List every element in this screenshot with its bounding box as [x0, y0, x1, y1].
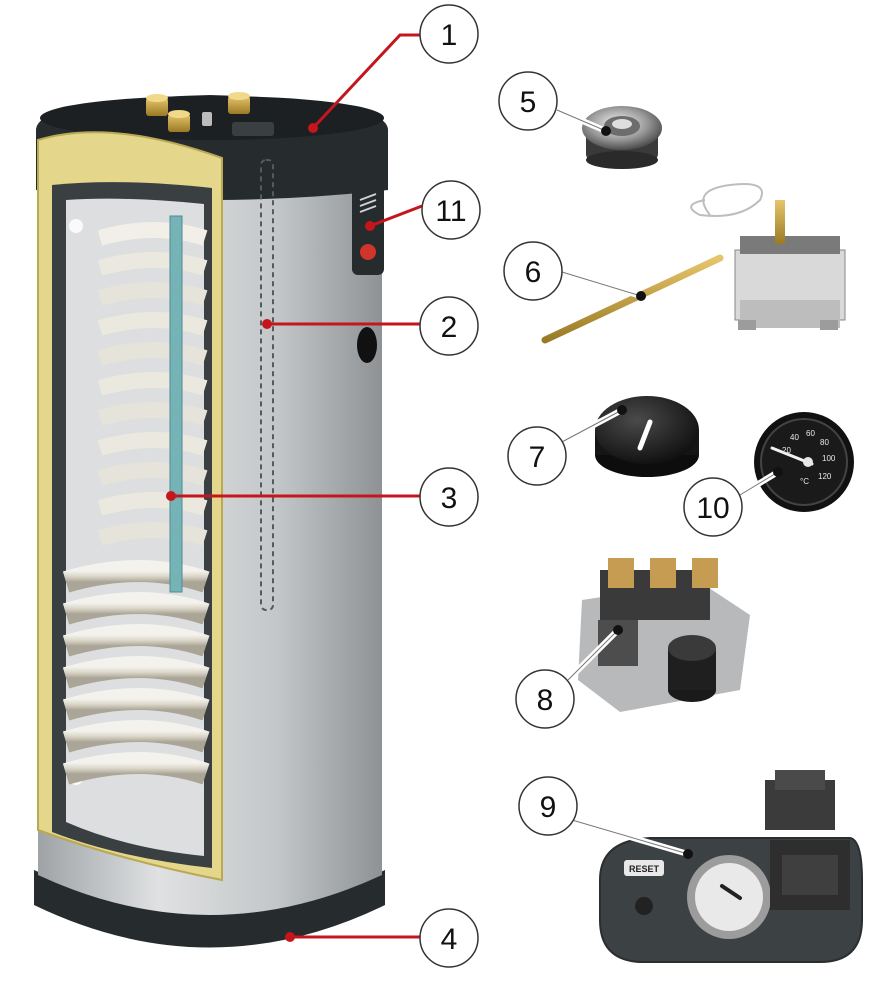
svg-text:11: 11 — [435, 195, 466, 228]
svg-text:4: 4 — [441, 923, 458, 956]
callout-6: 6 — [503, 241, 563, 301]
svg-text:3: 3 — [441, 482, 458, 515]
callout-2: 2 — [419, 296, 479, 356]
thermometer-scale: 20 40 60 80 100 120 °C — [782, 429, 836, 486]
svg-text:8: 8 — [537, 684, 554, 717]
svg-text:9: 9 — [540, 791, 557, 824]
water-tank — [34, 92, 388, 948]
reset-label: RESET — [629, 864, 660, 874]
thermo-label-20: 20 — [782, 446, 791, 455]
tank-base — [34, 870, 385, 948]
part-7-control-knob — [595, 396, 699, 477]
part-8-regulating-thermostat — [578, 558, 750, 712]
callout-1: 1 — [419, 4, 479, 64]
callout-11: 11 — [421, 180, 481, 240]
thermo-label-100: 100 — [822, 454, 836, 463]
part-6-thermostat — [541, 183, 846, 344]
leader-line-11 — [369, 204, 423, 228]
svg-text:5: 5 — [520, 86, 537, 119]
thermo-label-60: 60 — [806, 429, 815, 438]
callout-4: 4 — [419, 908, 479, 968]
svg-text:6: 6 — [525, 256, 542, 289]
thermo-label-120: 120 — [818, 472, 832, 481]
side-inlet — [357, 327, 377, 363]
sensor-sleeve — [260, 159, 274, 611]
thermo-unit: °C — [800, 477, 809, 486]
part-10-thermometer — [754, 412, 854, 512]
leader-lines — [166, 33, 783, 942]
svg-text:1: 1 — [441, 19, 458, 52]
svg-text:7: 7 — [529, 441, 546, 474]
svg-text:2: 2 — [441, 311, 458, 344]
thermo-label-40: 40 — [790, 433, 799, 442]
part-9-control-panel: RESET — [599, 770, 863, 963]
thermo-label-80: 80 — [820, 438, 829, 447]
callouts: 1 2 3 4 5 6 7 8 — [419, 4, 743, 968]
callout-3: 3 — [419, 467, 479, 527]
callout-5: 5 — [498, 71, 558, 131]
callout-10: 10 — [683, 477, 743, 537]
heating-coil-upper — [97, 222, 208, 546]
part-5-chrome-plug — [582, 106, 662, 169]
top-fittings — [146, 92, 274, 136]
callout-7: 7 — [507, 426, 567, 486]
heating-coil-lower — [62, 560, 210, 785]
reset-button — [624, 860, 664, 876]
callout-9: 9 — [518, 776, 578, 836]
leader-line-1 — [311, 33, 420, 130]
callout-8: 8 — [515, 669, 575, 729]
svg-text:10: 10 — [696, 492, 729, 525]
tank-badge — [352, 150, 384, 275]
anode-rod — [169, 215, 183, 593]
